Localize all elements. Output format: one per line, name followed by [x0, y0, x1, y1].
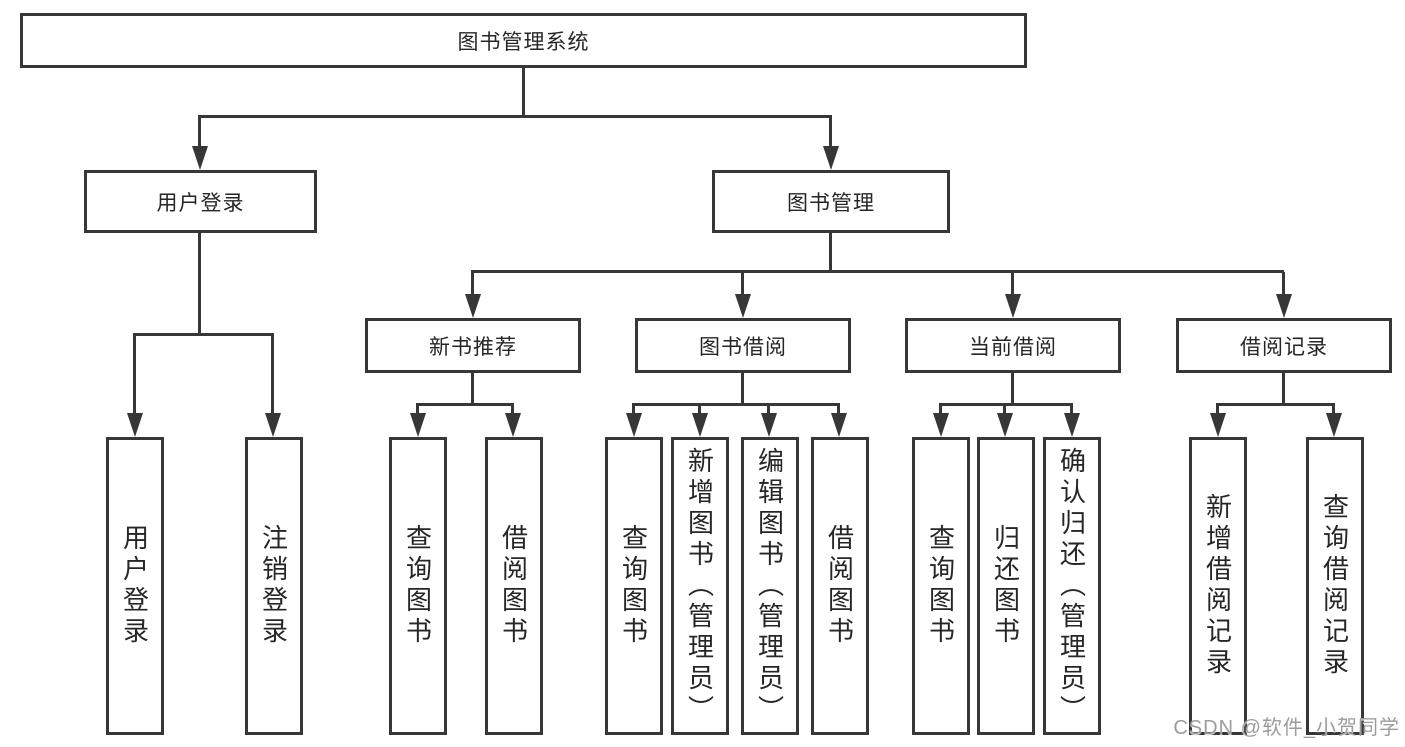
node-root: 图书管理系统: [20, 13, 1027, 68]
connector-line: [198, 233, 201, 335]
arrow-down-icon: [1210, 413, 1226, 437]
connector-line: [1216, 405, 1219, 415]
connector-line: [471, 272, 474, 295]
arrow-down-icon: [1326, 413, 1342, 437]
connector-line: [829, 117, 832, 148]
connector-line: [767, 405, 770, 415]
leaf-record-query: 查询借阅记录: [1306, 437, 1364, 735]
node-book-borrow-label: 图书借阅: [699, 335, 787, 359]
csdn-watermark: CSDN @软件_小贺同学: [1173, 717, 1400, 739]
arrow-down-icon: [933, 413, 949, 437]
node-book-management: 图书管理: [712, 170, 950, 233]
arrow-down-icon: [505, 413, 521, 437]
arrow-down-icon: [1005, 294, 1021, 318]
leaf-current-query-book-label: 查询图书: [925, 524, 956, 648]
leaf-logout: 注销登录: [245, 437, 303, 735]
arrow-down-icon: [823, 146, 839, 170]
connector-line: [133, 335, 136, 415]
node-borrow-record: 借阅记录: [1176, 318, 1392, 373]
connector-line: [471, 270, 1284, 273]
leaf-recommend-borrow-book-label: 借阅图书: [498, 524, 529, 648]
arrow-down-icon: [465, 294, 481, 318]
arrow-down-icon: [265, 413, 281, 437]
leaf-current-query-book: 查询图书: [912, 437, 970, 735]
connector-line: [1070, 405, 1073, 415]
connector-line: [416, 405, 419, 415]
connector-line: [416, 403, 514, 406]
connector-line: [198, 115, 832, 118]
connector-line: [939, 403, 1073, 406]
arrow-down-icon: [192, 146, 208, 170]
connector-line: [939, 405, 942, 415]
leaf-borrow-query-book-label: 查询图书: [618, 524, 649, 648]
leaf-record-query-label: 查询借阅记录: [1319, 493, 1350, 679]
leaf-user-login: 用户登录: [106, 437, 164, 735]
node-borrow-record-label: 借阅记录: [1240, 335, 1328, 359]
arrow-down-icon: [1276, 294, 1292, 318]
leaf-current-return-book-label: 归还图书: [990, 524, 1021, 648]
arrow-down-icon: [735, 294, 751, 318]
arrow-down-icon: [692, 413, 708, 437]
node-current-borrow: 当前借阅: [905, 318, 1121, 373]
connector-line: [1282, 373, 1285, 405]
connector-line: [632, 405, 635, 415]
node-new-book-recommend-label: 新书推荐: [429, 335, 517, 359]
connector-line: [1216, 403, 1335, 406]
leaf-current-return-book: 归还图书: [977, 437, 1035, 735]
connector-line: [198, 117, 201, 148]
arrow-down-icon: [127, 413, 143, 437]
node-book-management-label: 图书管理: [787, 191, 875, 215]
arrow-down-icon: [831, 413, 847, 437]
node-user-login: 用户登录: [84, 170, 317, 233]
connector-line: [1332, 405, 1335, 415]
node-current-borrow-label: 当前借阅: [969, 335, 1057, 359]
connector-line: [1282, 272, 1285, 295]
leaf-borrow-query-book: 查询图书: [605, 437, 663, 735]
leaf-recommend-borrow-book: 借阅图书: [485, 437, 543, 735]
arrow-down-icon: [997, 413, 1013, 437]
leaf-borrow-edit-book-label: 编辑图书（管理员）: [754, 446, 785, 726]
node-new-book-recommend: 新书推荐: [365, 318, 581, 373]
node-user-login-label: 用户登录: [156, 191, 245, 215]
leaf-current-confirm-return: 确认归还（管理员）: [1043, 437, 1101, 735]
connector-line: [741, 373, 744, 405]
connector-line: [1011, 272, 1014, 295]
leaf-logout-label: 注销登录: [258, 524, 289, 648]
connector-line: [837, 405, 840, 415]
arrow-down-icon: [410, 413, 426, 437]
leaf-borrow-edit-book: 编辑图书（管理员）: [741, 437, 799, 735]
leaf-recommend-query-book: 查询图书: [389, 437, 447, 735]
leaf-record-add-label: 新增借阅记录: [1202, 493, 1233, 679]
connector-line: [133, 333, 274, 336]
leaf-borrow-borrow-book: 借阅图书: [811, 437, 869, 735]
connector-line: [632, 403, 840, 406]
node-root-label: 图书管理系统: [457, 30, 590, 54]
arrow-down-icon: [626, 413, 642, 437]
connector-line: [741, 272, 744, 295]
connector-line: [829, 233, 832, 272]
connector-line: [1011, 373, 1014, 405]
arrow-down-icon: [761, 413, 777, 437]
connector-line: [271, 335, 274, 415]
leaf-current-confirm-return-label: 确认归还（管理员）: [1056, 446, 1087, 726]
node-book-borrow: 图书借阅: [635, 318, 851, 373]
connector-line: [522, 68, 525, 117]
leaf-borrow-borrow-book-label: 借阅图书: [824, 524, 855, 648]
leaf-borrow-add-book: 新增图书（管理员）: [671, 437, 729, 735]
connector-line: [471, 373, 474, 405]
connector-line: [698, 405, 701, 415]
arrow-down-icon: [1064, 413, 1080, 437]
leaf-user-login-label: 用户登录: [119, 524, 150, 648]
leaf-recommend-query-book-label: 查询图书: [402, 524, 433, 648]
connector-line: [511, 405, 514, 415]
connector-line: [1003, 405, 1006, 415]
leaf-borrow-add-book-label: 新增图书（管理员）: [684, 446, 715, 726]
leaf-record-add: 新增借阅记录: [1189, 437, 1247, 735]
